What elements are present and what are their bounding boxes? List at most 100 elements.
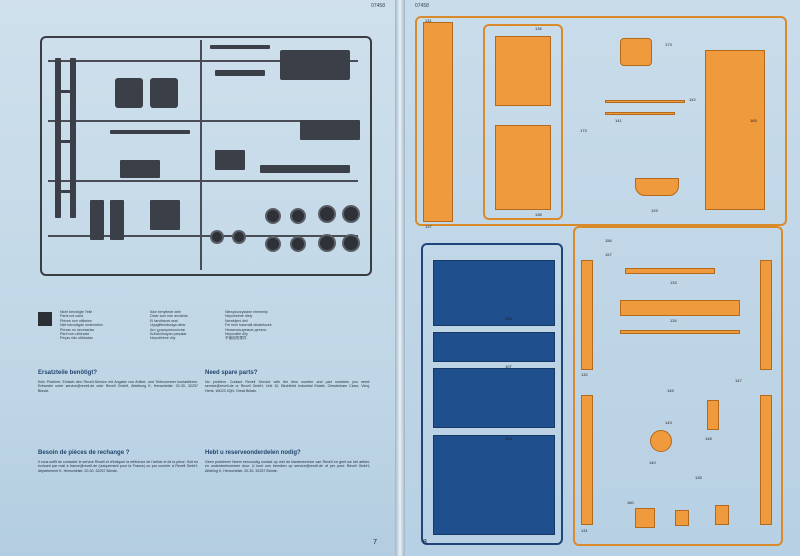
part-number: 140	[649, 460, 656, 465]
body-panel-part	[433, 332, 555, 362]
left-page: 07458	[0, 0, 395, 556]
rod-part	[110, 130, 190, 134]
orange-sprue-frame-2	[573, 226, 783, 546]
section-title-en: Need spare parts?	[205, 370, 258, 376]
wheel-part	[290, 208, 306, 224]
part-number: 129	[651, 208, 658, 213]
bracket-part	[675, 510, 689, 526]
section-body-de: Kein Problem: Einfach den Revell-Service…	[38, 380, 198, 393]
legend-item: Parti non utilizzate	[60, 332, 90, 337]
legend-item: Неиспользуемые детали	[225, 327, 267, 332]
side-rail-part	[760, 395, 772, 525]
legend-item: Ei tarvittavat osat	[150, 318, 178, 323]
part-number: 141	[615, 118, 622, 123]
part-number: 137	[425, 224, 432, 229]
part-number: 131	[581, 528, 588, 533]
legend-item: Δεν χρησιμοποιούνται	[150, 327, 185, 332]
legend-item: Niewykorzystane elementy	[225, 310, 268, 314]
part-number: 143	[665, 420, 672, 425]
part-number: 142	[689, 97, 696, 102]
orange-inner-frame	[483, 24, 563, 220]
legend-item: Niet benodigde onderdelen	[60, 323, 104, 328]
part-number: 148	[705, 436, 712, 441]
part-number: 134	[670, 318, 677, 323]
legend-item: Fel nem használt alkatrészek	[225, 323, 272, 328]
legend-column-3: Niewykorzystane elementy Nepotrebné diel…	[225, 310, 272, 341]
side-panel-part	[423, 22, 453, 222]
legend-column-2: Ikke benyttede dele Delar som inte använ…	[150, 310, 188, 341]
cab-panel-part	[495, 36, 551, 106]
spring-part	[90, 200, 104, 240]
section-title-nl: Hebt u reserveonderdelen nodig?	[205, 450, 301, 456]
bracket-part	[715, 505, 729, 525]
section-body-fr: Il vous suffit de contacter le service R…	[38, 460, 198, 473]
wheel-part	[210, 230, 224, 244]
part-number: 106	[505, 316, 512, 321]
bracket-part	[150, 200, 180, 230]
part-number: 107	[505, 364, 512, 369]
part-number: 160	[627, 500, 634, 505]
wheel-part	[342, 234, 360, 252]
book-gutter	[395, 0, 405, 556]
unused-parts-swatch	[38, 312, 52, 326]
part-number: 157	[605, 252, 612, 257]
part-number: 165	[750, 118, 757, 123]
fuel-tank-part	[300, 120, 360, 140]
body-panel-part	[433, 435, 555, 535]
axle-part	[260, 165, 350, 173]
orange-sprue-frame	[415, 16, 787, 226]
wheel-part	[290, 236, 306, 252]
part-number: 135	[695, 475, 702, 480]
legend-item: Parts not used	[60, 314, 84, 319]
chassis-crossmember	[55, 90, 76, 93]
right-page: 07458 131 136 137 17	[405, 0, 800, 556]
sprue-runner	[48, 180, 358, 182]
engine-block-part	[115, 78, 143, 108]
wheel-part	[265, 236, 281, 252]
bracket-part	[707, 400, 719, 430]
legend-item: Uppgiftsmässiga delar	[150, 323, 186, 328]
steering-part	[215, 150, 245, 170]
article-code: 07458	[415, 3, 429, 9]
chassis-rail	[70, 58, 76, 218]
part-number: 108	[505, 436, 512, 441]
section-body-nl: Geen probleem! Neem eenvoudig contact op…	[205, 460, 370, 473]
wheel-part	[232, 230, 246, 244]
rod-part	[210, 45, 270, 49]
sprue-runner	[200, 40, 202, 270]
chassis-rail	[55, 58, 61, 218]
section-body-en: No problem. Contact Revell Service with …	[205, 380, 370, 393]
panel-part	[280, 50, 350, 80]
tipper-floor-part	[705, 50, 765, 210]
page-number: 7	[373, 539, 377, 546]
body-panel-part	[433, 260, 555, 326]
legend-item: Nepotřebné díly	[150, 336, 176, 341]
bar-part	[625, 268, 715, 274]
section-title-fr: Besoin de pièces de rechange ?	[38, 450, 130, 456]
side-rail-part	[760, 260, 772, 370]
wheel-part	[318, 234, 336, 252]
sprue-runner	[48, 60, 358, 62]
legend-column-1: Nicht benötigte Teile Parts not used Piè…	[60, 310, 103, 341]
chassis-crossmember	[55, 140, 76, 143]
bracket-part	[620, 38, 652, 66]
legend-item: Piezas no necesarias	[60, 327, 95, 332]
legend-item: 不使用的零件	[225, 336, 247, 341]
side-rail-part	[581, 395, 593, 525]
legend-item: Nepotrebné diely	[225, 314, 253, 319]
side-rail-part	[581, 260, 593, 370]
bucket-part	[635, 178, 679, 196]
sprue-runner	[48, 235, 358, 237]
article-code: 07458	[371, 3, 385, 9]
legend-item: Nerabljeni deli	[225, 318, 248, 323]
part-number: 156	[605, 238, 612, 243]
rod-part	[605, 100, 685, 103]
part-number: 173	[665, 42, 672, 47]
wheel-hub-part	[650, 430, 672, 452]
section-title-de: Ersatzteile benötigt?	[38, 370, 98, 376]
bracket-part	[635, 508, 655, 528]
legend-item: Kullanılmayan parçalar	[150, 332, 187, 337]
part-number: 173	[580, 128, 587, 133]
part-number: 138	[535, 212, 542, 217]
